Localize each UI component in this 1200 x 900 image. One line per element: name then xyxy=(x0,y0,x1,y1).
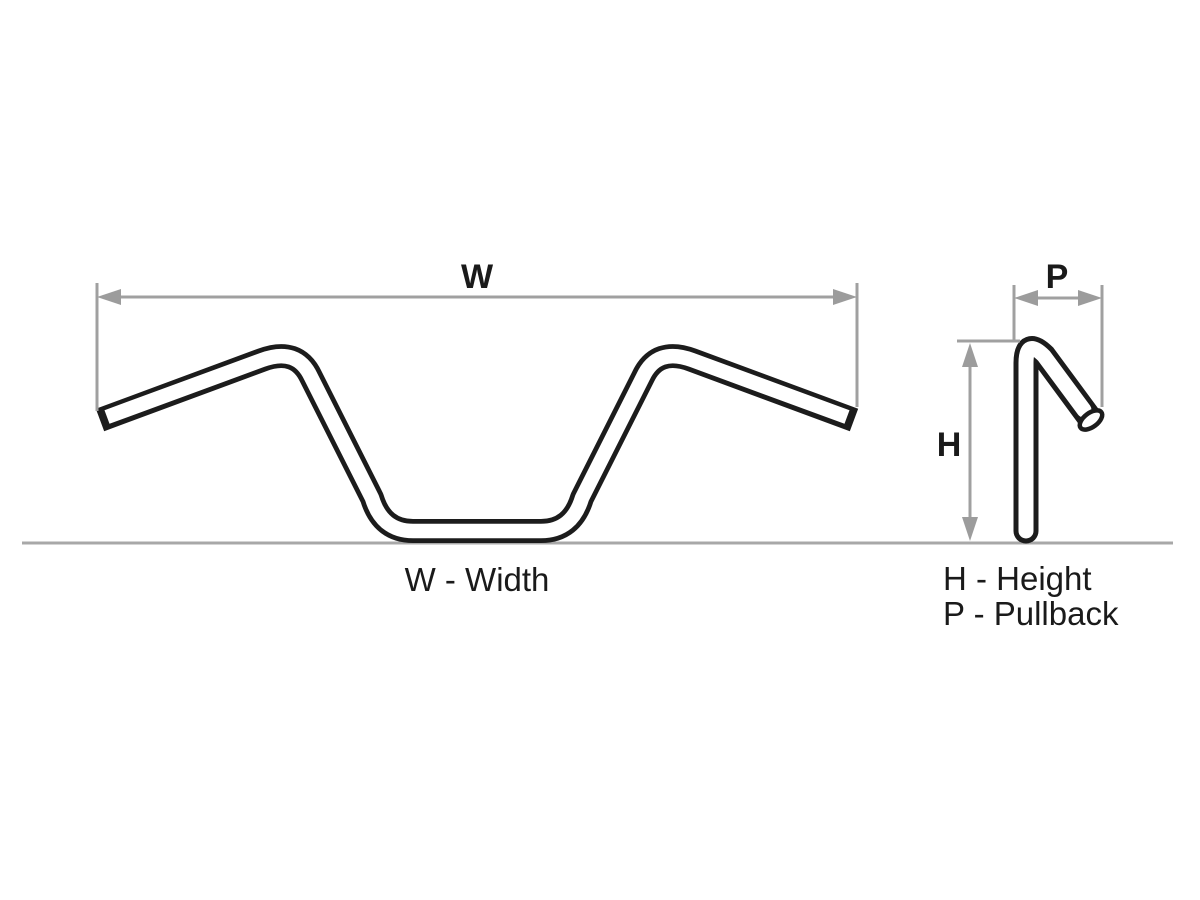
height-arrowhead-bottom-icon xyxy=(962,517,978,541)
front-handlebar-core xyxy=(104,348,850,539)
height-arrowhead-top-icon xyxy=(962,343,978,367)
pullback-arrowhead-right-icon xyxy=(1078,290,1102,306)
width-arrowhead-right-icon xyxy=(833,289,857,305)
pullback-dimension: P xyxy=(1012,258,1104,407)
side-view-handlebar xyxy=(1013,336,1105,544)
legend-width-label: W - Width xyxy=(405,561,550,598)
front-view-handlebar xyxy=(95,344,859,543)
width-symbol-label: W xyxy=(461,258,494,296)
side-handlebar-core xyxy=(1018,341,1092,539)
pullback-arrowhead-left-icon xyxy=(1014,290,1038,306)
tube-open-end-ellipse xyxy=(1077,408,1105,432)
legend-pullback-label: P - Pullback xyxy=(943,595,1119,632)
width-dimension: W xyxy=(95,258,859,411)
legend-height-label: H - Height xyxy=(943,560,1092,597)
height-dimension: H xyxy=(937,339,1020,541)
height-symbol-label: H xyxy=(937,426,962,464)
legend: W - Width H - Height P - Pullback xyxy=(405,560,1119,632)
pullback-symbol-label: P xyxy=(1046,258,1069,296)
width-arrowhead-left-icon xyxy=(97,289,121,305)
